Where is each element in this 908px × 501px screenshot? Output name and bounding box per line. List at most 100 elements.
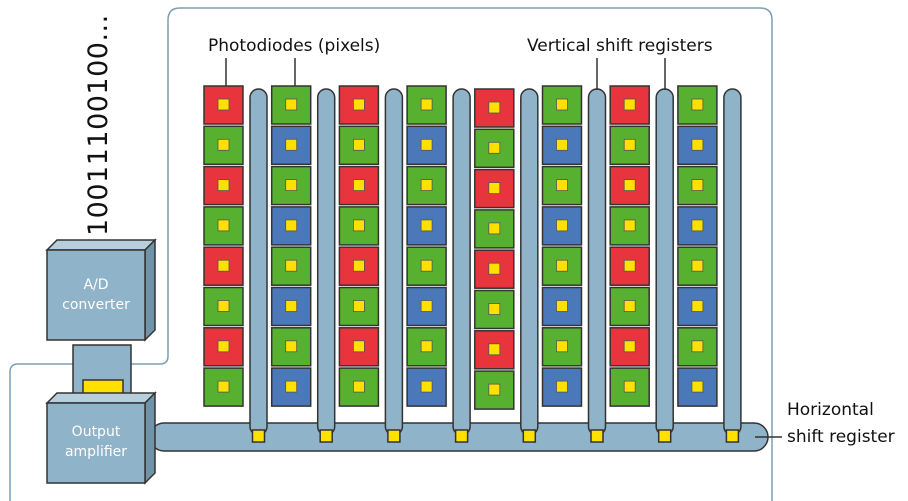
pixel-center: [691, 340, 704, 353]
sensor-frame: [9, 7, 773, 501]
transfer-gate: [725, 429, 740, 443]
pixel-center: [285, 380, 298, 393]
output-amplifier-label-line1: Output: [71, 424, 121, 440]
pixel-center: [691, 138, 704, 151]
output-amplifier-box: [45, 391, 157, 485]
pixel-photodiode: [609, 286, 650, 327]
pixel-center: [691, 300, 704, 312]
horizontal-label-line2: shift register: [787, 427, 895, 447]
pixel-center: [488, 141, 501, 154]
vertical-shift-register: [452, 88, 471, 436]
pixel-center: [556, 259, 568, 272]
pixel-center: [285, 219, 298, 232]
pixel-center: [217, 300, 230, 312]
pixel-center: [285, 98, 298, 111]
pixel-center: [352, 380, 365, 393]
pixel-center: [488, 182, 501, 195]
pixel-center: [420, 300, 433, 312]
output-amplifier-label: Output amplifier: [46, 422, 146, 462]
pixel-photodiode: [203, 246, 244, 286]
pixel-center: [556, 380, 568, 393]
vertical-shift-register: [316, 88, 336, 436]
pixel-center: [623, 138, 636, 151]
pixel-photodiode: [677, 367, 718, 407]
pixel-photodiode: [203, 327, 244, 367]
pixel-photodiode: [474, 249, 515, 289]
pixel-photodiode: [609, 327, 650, 367]
pixel-center: [623, 179, 636, 192]
pixel-photodiode: [609, 206, 650, 246]
pixel-center: [420, 340, 433, 353]
pixel-center: [352, 300, 365, 312]
pixel-center: [691, 98, 704, 111]
pixel-center: [488, 262, 501, 275]
pixel-center: [217, 138, 230, 151]
pixel-center: [217, 179, 230, 192]
pixel-center: [420, 138, 433, 151]
pixel-center: [556, 219, 568, 232]
pixel-center: [420, 259, 433, 272]
ad-converter-label-line2: converter: [62, 297, 130, 313]
transfer-gate: [454, 429, 469, 443]
pixel-center: [488, 303, 501, 315]
pixel-center: [488, 101, 501, 114]
transfer-gate: [319, 429, 333, 443]
vertical-shift-register: [723, 88, 742, 436]
pixel-photodiode: [677, 85, 718, 125]
pixel-center: [556, 179, 568, 192]
pixel-photodiode: [677, 165, 718, 206]
pixel-center: [217, 380, 230, 393]
pixel-center: [556, 340, 568, 353]
vertical-shift-register: [587, 88, 607, 436]
pixel-center: [623, 340, 636, 353]
pixel-photodiode: [203, 125, 244, 166]
ad-converter-label-line1: A/D: [83, 277, 109, 293]
transfer-gate: [387, 429, 401, 443]
pixel-center: [691, 380, 704, 393]
pixel-center: [420, 98, 433, 111]
horizontal-label-line1: Horizontal: [787, 400, 874, 420]
pixel-array: [203, 85, 742, 443]
pixel-center: [556, 300, 568, 312]
pixel-center: [352, 179, 365, 192]
vertical-shift-register: [249, 88, 268, 436]
bit-stream: 10011100100...: [83, 14, 114, 236]
pixel-center: [488, 343, 501, 356]
pixel-center: [285, 179, 298, 192]
pixel-center: [352, 340, 365, 353]
connector-chip: [82, 379, 124, 395]
pixel-center: [285, 300, 298, 312]
transfer-gate: [522, 429, 537, 443]
pixel-photodiode: [609, 85, 650, 125]
pixel-center: [285, 340, 298, 353]
pixel-center: [691, 259, 704, 272]
pixel-center: [691, 179, 704, 192]
pixel-center: [217, 259, 230, 272]
pixel-center: [691, 219, 704, 232]
pixel-center: [556, 138, 568, 151]
pixel-center: [352, 259, 365, 272]
pixel-center: [488, 222, 501, 235]
pixel-center: [420, 179, 433, 192]
pixel-center: [285, 138, 298, 151]
vertical-shift-register: [655, 88, 674, 436]
vertical-shift-register: [520, 88, 539, 436]
pixel-center: [488, 383, 501, 396]
pixel-center: [217, 98, 230, 111]
pixel-center: [556, 98, 568, 111]
ad-converter-label: A/D converter: [46, 275, 146, 315]
pixel-center: [623, 98, 636, 111]
ad-converter-box: [45, 238, 157, 342]
pixel-center: [623, 380, 636, 393]
vertical-shift-register: [384, 88, 404, 436]
pixel-photodiode: [677, 286, 718, 327]
pixel-center: [217, 219, 230, 232]
pixel-center: [623, 259, 636, 272]
pixel-center: [352, 138, 365, 151]
transfer-gate: [590, 429, 604, 443]
pixel-center: [352, 98, 365, 111]
transfer-gate: [657, 429, 672, 443]
pixel-photodiode: [406, 85, 447, 125]
pixel-center: [623, 219, 636, 232]
